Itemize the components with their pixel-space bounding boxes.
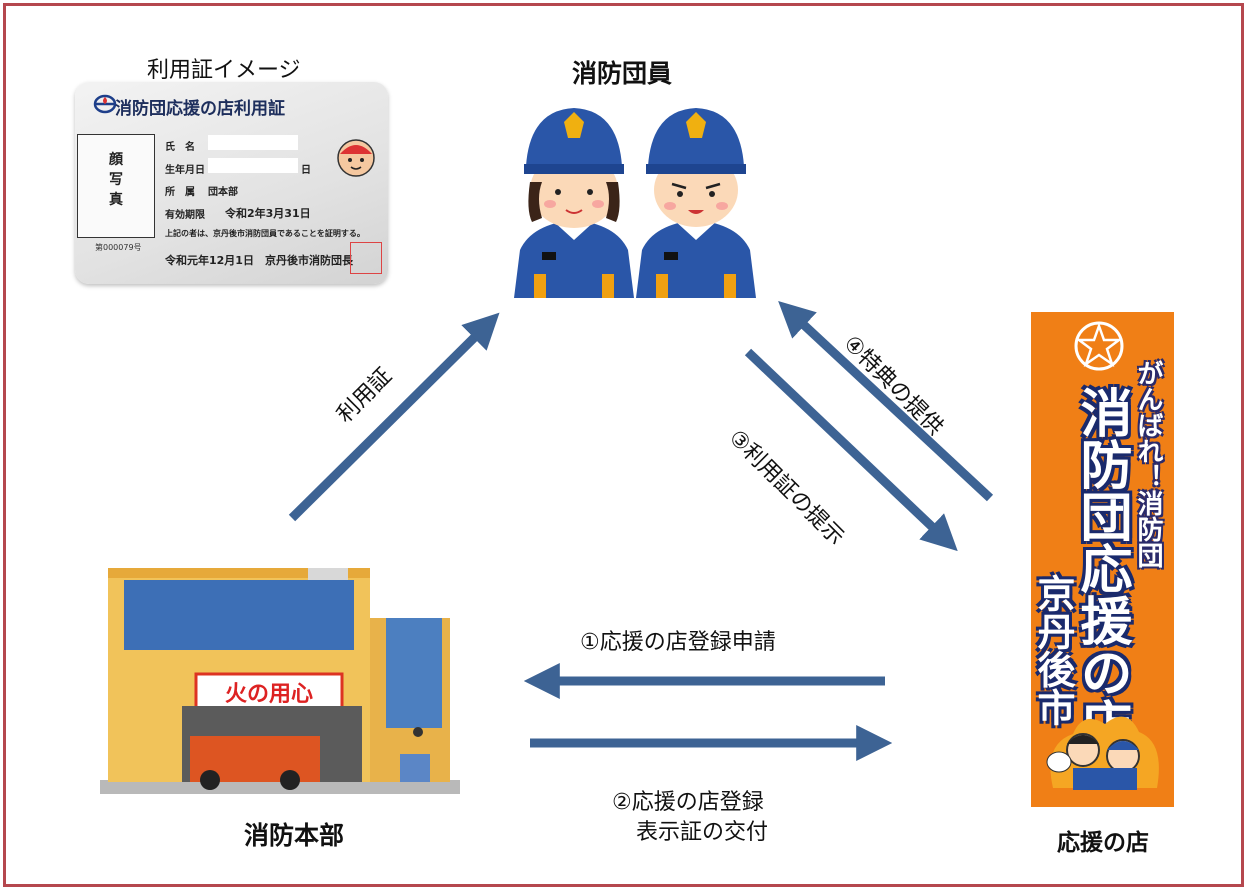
- affiliation-value: 団本部: [208, 187, 238, 198]
- label-issue-line2: 表示証の交付: [636, 820, 769, 845]
- photo-char: 写: [109, 172, 123, 188]
- firefighter-male-icon: [636, 108, 756, 298]
- mascot-icon: [337, 139, 375, 177]
- name-blank: [208, 135, 298, 150]
- expiry-label: 有効期限: [165, 210, 205, 221]
- card-caption: 利用証イメージ: [147, 58, 301, 83]
- diagram-frame: [3, 3, 1244, 887]
- firefighters-title: 消防団員: [572, 59, 673, 88]
- photo-box: 顔 写 真: [77, 134, 155, 238]
- city-emblem-icon: [1074, 321, 1124, 371]
- banner-line2: 消防団応援の店: [1071, 386, 1131, 750]
- fire-hq-building: [100, 568, 460, 794]
- affiliation-label: 所 属: [165, 187, 195, 198]
- card-stamp: [350, 242, 382, 274]
- arrow-benefit: [778, 300, 994, 502]
- birth-label: 生年月日: [165, 165, 205, 176]
- card-issue: 令和元年12月1日 京丹後市消防団長: [165, 254, 353, 267]
- shop-title: 応援の店: [1057, 830, 1149, 856]
- birth-blank: [208, 158, 298, 173]
- label-apply: ①応援の店登録申請: [580, 630, 776, 655]
- banner-line3: 京丹後市: [1031, 574, 1075, 726]
- birth-suffix: 日: [301, 165, 311, 176]
- arrow-present: [744, 348, 958, 552]
- arrow-card-issue: [288, 312, 500, 522]
- hq-title: 消防本部: [244, 821, 345, 850]
- card-number: 第000079号: [95, 243, 142, 252]
- photo-char: 顔: [109, 152, 123, 168]
- banner-line1: がんばれ！消防団: [1133, 360, 1163, 568]
- card-title: 消防団応援の店利用証: [115, 99, 285, 119]
- id-card-image: 消防団応援の店利用証 顔 写 真 氏 名 生年月日 日 所 属 団本部 有効期限…: [75, 82, 388, 284]
- firefighter-female-icon: [514, 108, 634, 298]
- label-issue-line1: ②応援の店登録: [612, 790, 764, 815]
- fire-logo-icon: [93, 94, 117, 114]
- building-sign: 火の用心: [224, 682, 313, 707]
- name-label: 氏 名: [165, 142, 195, 153]
- expiry-value: 令和2年3月31日: [225, 207, 311, 220]
- shop-banner: がんばれ！消防団 消防団応援の店 京丹後市: [1031, 312, 1174, 807]
- photo-char: 真: [109, 192, 123, 208]
- card-statement: 上記の者は、京丹後市消防団員であることを証明する。: [165, 229, 365, 238]
- mascot-icon: [1046, 716, 1159, 790]
- firefighters-illustration: [514, 108, 756, 298]
